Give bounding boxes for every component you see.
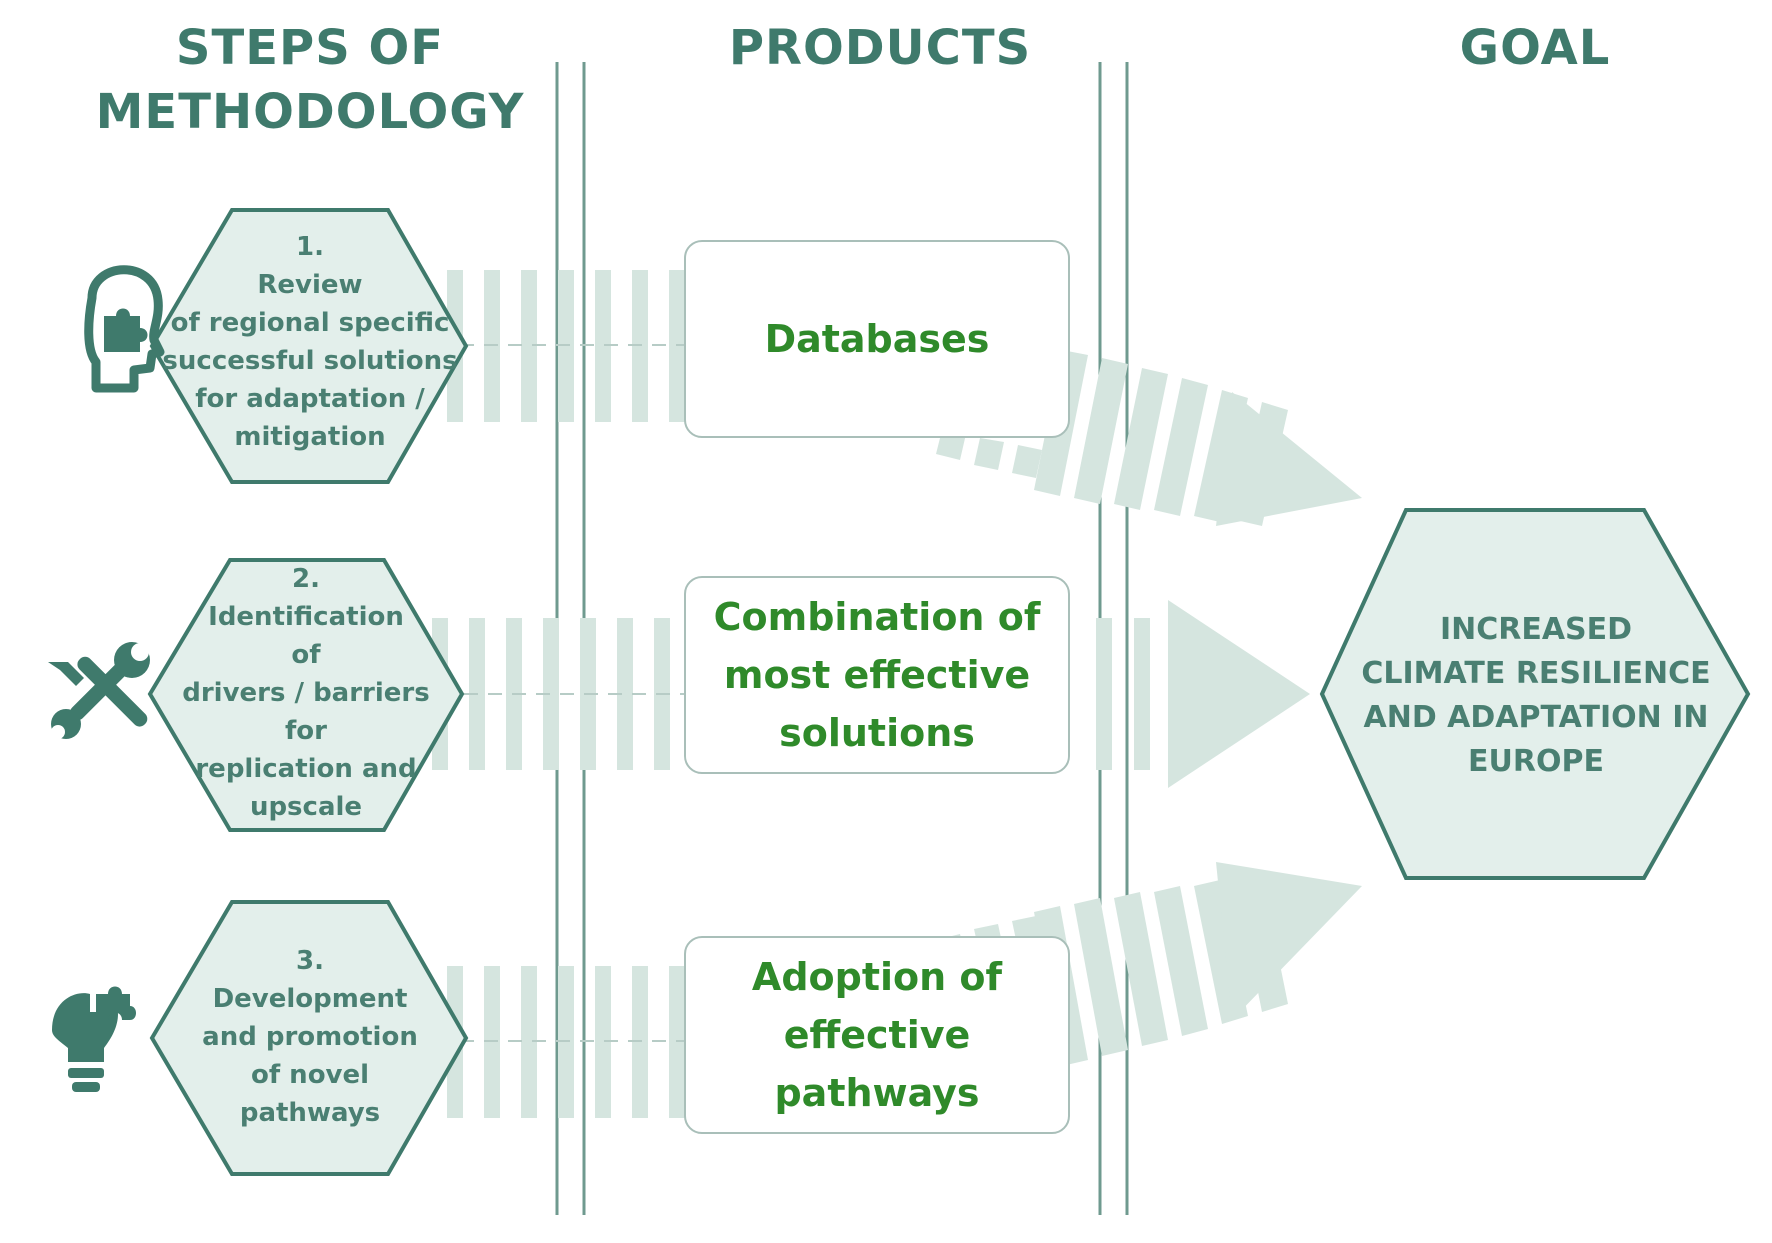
dashed-guides [440,344,690,1042]
product-combination-box: Combination of most effective solutions [684,576,1070,774]
lightbulb-puzzle-icon [52,986,136,1092]
steps-heading-line: STEPS OF [175,20,445,76]
step-1-text: 1. Review of regional specific successfu… [162,232,458,452]
step-2-hexagon [147,558,465,832]
step-3-text: 3. Development and promotion of novel pa… [202,946,418,1128]
flow-arrow-middle [1096,600,1310,788]
step-2-text: 2. Identification of drivers / barriers … [182,564,430,822]
steps-heading: STEPS OF METHODOLOGY [70,16,550,144]
steps-heading-line: METHODOLOGY [95,84,525,140]
product-databases-box: Databases [684,240,1070,438]
goal-hexagon [1319,508,1751,880]
products-heading: PRODUCTS [728,20,1032,76]
tools-icon [48,642,150,739]
step-3-hexagon [149,900,469,1176]
goal-text: INCREASED CLIMATE RESILIENCE AND ADAPTAT… [1361,612,1711,779]
goal-heading: GOAL [1459,20,1611,76]
product-adoption-box: Adoption of effective pathways [684,936,1070,1134]
step-1-hexagon [149,208,469,484]
head-puzzle-icon [84,265,165,393]
